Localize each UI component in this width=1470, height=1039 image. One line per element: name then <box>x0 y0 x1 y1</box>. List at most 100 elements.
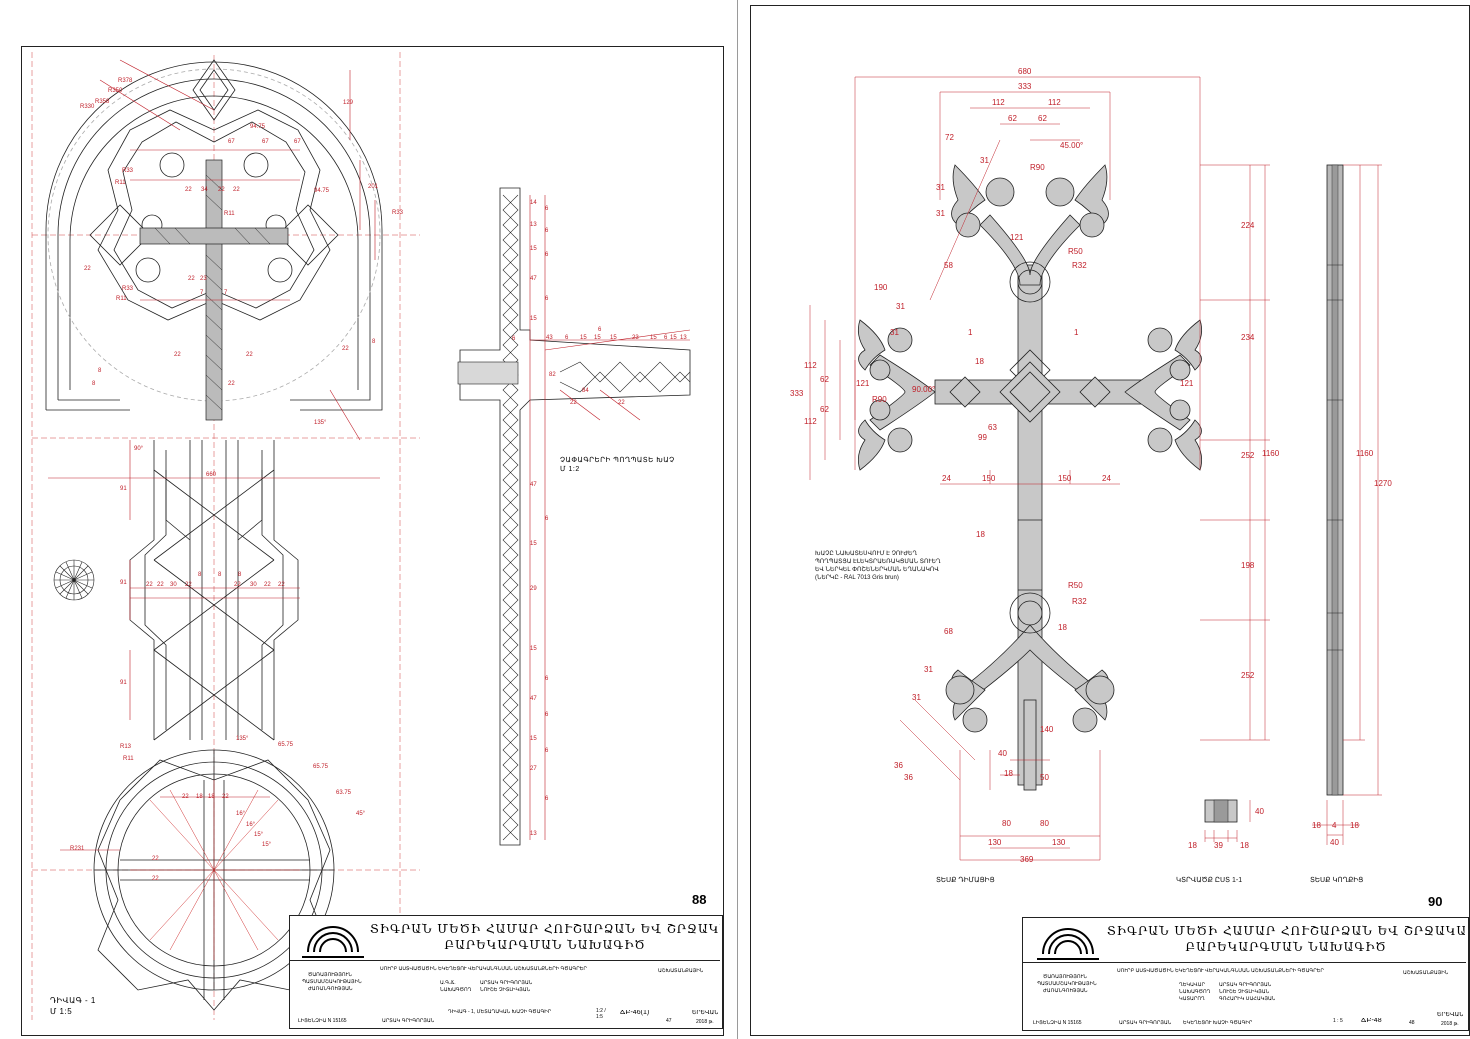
dim-label: R358 <box>95 99 110 105</box>
dim-label: R90 <box>872 395 887 404</box>
left-drawing-sheet: R378 R350 R358 R330 129 94.75 67 67 67 R… <box>21 0 738 1039</box>
dim-label: 22 <box>152 876 159 882</box>
section-dim-label: 15 <box>594 335 601 341</box>
section-dim-label: 47 <box>530 696 537 702</box>
dim-label: 62 <box>820 375 829 384</box>
dim-label: R231 <box>70 846 85 852</box>
dim-label: 22 <box>174 352 181 358</box>
sheet-code: ՃԲ-46(1) <box>620 1010 650 1016</box>
dim-label: 333 <box>790 389 804 398</box>
section-dim-label: 43 <box>546 335 553 341</box>
dim-label: 50 <box>1040 773 1049 782</box>
dim-label: 252 <box>1241 671 1255 680</box>
logo-icon <box>1037 924 1099 960</box>
dim-label: 252 <box>1241 451 1255 460</box>
section-dim-label: 22 <box>618 400 625 406</box>
dim-label: 190 <box>874 283 888 292</box>
section-caption: ՉԱՓԱԳՐԵՐԻ ՊՈՂՊԱՏԵ ԽԱՉ <box>560 457 675 464</box>
dim-label: 18 <box>975 357 984 366</box>
dim-label: 1 <box>968 328 973 337</box>
section-dim-label: 15 <box>530 646 537 652</box>
org-line: ԾԱՌԱՅՈՒԹՅՈՒՆ <box>1043 974 1087 980</box>
dim-label: 22 <box>234 582 241 588</box>
dim-label: 224 <box>1241 221 1255 230</box>
dim-label: 7 <box>224 290 228 296</box>
section-dim-label: 84 <box>582 388 589 394</box>
dim-label: 68 <box>944 627 953 636</box>
dim-label: 31 <box>980 156 989 165</box>
dim-label: 129 <box>343 100 354 106</box>
license: ԼԻՑԵՆԶԻԱ N 15165 <box>1033 1020 1082 1026</box>
dim-label: 91 <box>120 486 127 492</box>
person: ՆԱԽԱԳԾՈՂ <box>1179 989 1211 995</box>
dim-label: 31 <box>896 302 905 311</box>
license: ԼԻՑԵՆԶԻԱ N 15165 <box>298 1018 347 1024</box>
dim-label: R13 <box>120 744 132 750</box>
person: ՆՈՒՇԵ ՉԻՏԼԻԿՅԱՆ <box>480 987 531 993</box>
note-line: ԽԱՉԸ ՆԱԽԱՏԵՍՎՈՒՄ Է ՉՈՒԺԵՂ <box>815 550 917 557</box>
dim-label: 8 <box>238 572 242 578</box>
dim-label: 8 <box>218 572 222 578</box>
dim-label: 16° <box>246 822 256 828</box>
dim-label: 67 <box>294 139 301 145</box>
dim-label: 94.75 <box>250 124 266 130</box>
dim-label: 121 <box>1180 379 1194 388</box>
section-dim-label: 6 <box>545 206 549 212</box>
left-sheet-frame <box>21 46 724 1036</box>
section-dim-label: 15 <box>530 246 537 252</box>
year: 2018 թ. <box>696 1019 714 1025</box>
section-dim-label: 6 <box>598 327 602 333</box>
section-scale: Մ 1:2 <box>560 466 580 473</box>
dim-label: R50 <box>1068 247 1083 256</box>
dim-label: 22 <box>218 187 225 193</box>
section-dim-label: 6 <box>664 335 668 341</box>
dim-label: 8 <box>198 572 202 578</box>
city: ԵՐԵՎԱՆ <box>1437 1012 1464 1018</box>
dim-label: 80 <box>1002 819 1011 828</box>
dim-label: 18 <box>196 794 203 800</box>
section-dim-label: 15 <box>530 736 537 742</box>
dim-label: 18 <box>1058 623 1067 632</box>
dim-label: 22 <box>246 352 253 358</box>
dim-label: R50 <box>1068 581 1083 590</box>
note-line: ԵՎ ՆԵՐԿԵԼ ՓՈՇԵՆԵՐԿՄԱՆ ԵՂԱՆԱԿՈՎ <box>815 566 939 573</box>
dim-label: 18 <box>1004 769 1013 778</box>
city: ԵՐԵՎԱՆ <box>692 1010 719 1016</box>
section-dim-label: 6 <box>545 516 549 522</box>
dim-label: R11 <box>115 180 126 186</box>
dim-label: 31 <box>890 328 899 337</box>
sheet-title: ԵԿԵՂԵՑՈՒ ԽԱՉԻ ԳԾԱԳԻՐ <box>1183 1020 1253 1026</box>
section-dim-label: 6 <box>545 796 549 802</box>
section-dim-label: 47 <box>530 482 537 488</box>
section-dim-label: 6 <box>545 228 549 234</box>
designer: ԱՐՏԱԿ ԳՐԻԳՈՐՅԱՆ <box>1119 1020 1172 1026</box>
title-block-header-1: ՏԻԳՐԱՆ ՄԵԾԻ ՀԱՄԱՐ ՀՈՒՇԱՐՁԱՆ ԵՎ ՇՐՋԱԿԱՅՔԻ <box>370 922 720 936</box>
dim-label: 65.75 <box>313 764 329 770</box>
person: ԱՐՏԱԿ ԳՐԻԳՈՐՅԱՆ <box>480 980 533 986</box>
scale: 1:2 / 1:5 <box>596 1008 606 1020</box>
section-dim-label: 23 <box>632 335 639 341</box>
dim-label: 22 <box>278 582 285 588</box>
dim-label: 1270 <box>1374 479 1392 488</box>
person: ԳՈՀԱՐԻԿ ՍԱՀԱԿՅԱՆ <box>1219 996 1276 1002</box>
dim-label: 18 <box>1240 841 1249 850</box>
dim-label: 58 <box>944 261 953 270</box>
note-line: ՊՈՂՊԱՏՅԱ ԷԼԵԿՏՐԱԵՌԱԿՑՄԱՆ ՏՈՒԵՂ <box>815 558 941 565</box>
dim-label: 22 <box>228 381 235 387</box>
section-dim-label: 6 <box>545 676 549 682</box>
dim-label: 1160 <box>1356 449 1374 458</box>
dim-label: R11 <box>116 296 127 302</box>
dim-label: 63.75 <box>336 790 352 796</box>
dim-label: 112 <box>992 98 1005 107</box>
dim-label: 333 <box>1018 82 1032 91</box>
dim-label: 36 <box>904 773 913 782</box>
designer: ԱՐՏԱԿ ԳՐԻԳՈՐՅԱՆ <box>382 1018 435 1024</box>
section-dim-label: 15 <box>530 316 537 322</box>
dim-label: 31 <box>936 183 945 192</box>
dim-label: 18 <box>208 794 215 800</box>
dim-label: 23 <box>200 276 207 282</box>
sheet-number: 47 <box>666 1018 672 1024</box>
title-block-header-2: ԲԱՐԵԿԱՐԳՄԱՆ ՆԱԽԱԳԻԾ <box>1185 940 1387 954</box>
dim-label: 31 <box>912 693 921 702</box>
section-dim-label: 13 <box>530 831 537 837</box>
